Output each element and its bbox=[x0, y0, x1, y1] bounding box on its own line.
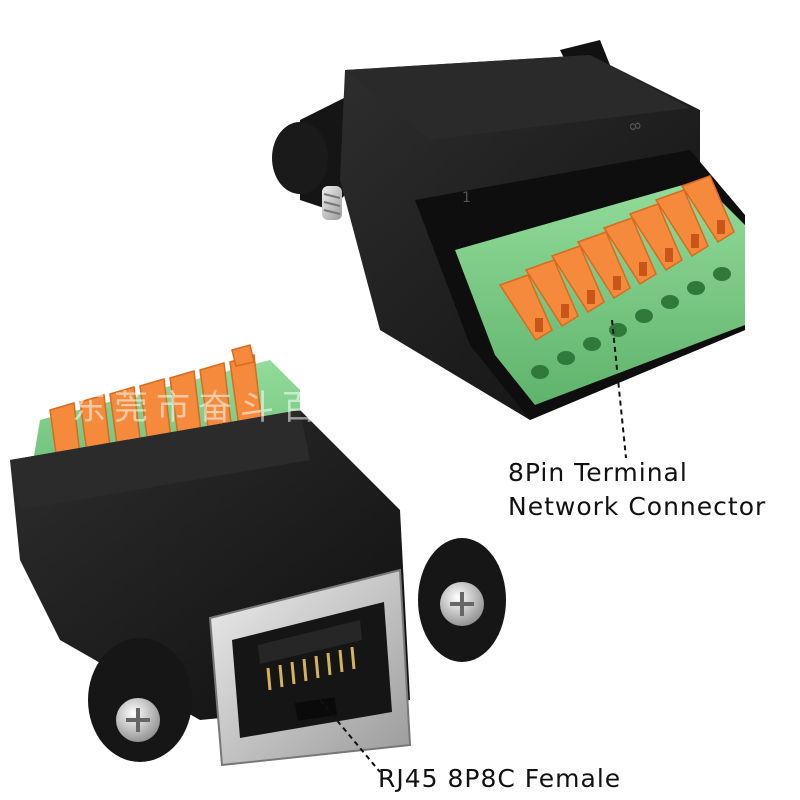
rj45-latch-slot bbox=[294, 697, 338, 721]
rj45-contacts bbox=[266, 646, 356, 691]
rj45-port-top bbox=[258, 620, 362, 664]
terminal-callout-line1: 8Pin Terminal bbox=[508, 458, 688, 487]
front-screw-left-icon bbox=[116, 698, 160, 742]
front-body-top bbox=[10, 410, 310, 510]
back-pin-first-mark: 1 bbox=[462, 190, 471, 206]
back-connector: 1 8 bbox=[272, 40, 745, 420]
rj45-callout: RJ45 8P8C Female bbox=[378, 764, 622, 793]
back-flange-round bbox=[272, 122, 328, 194]
rj45-leader-line bbox=[319, 699, 381, 773]
front-connector bbox=[10, 344, 506, 767]
back-lever-slots bbox=[535, 220, 725, 332]
terminal-callout: 8Pin Terminal Network Connector bbox=[508, 456, 766, 524]
terminal-callout-line2: Network Connector bbox=[508, 492, 767, 521]
watermark-text: 东莞市奋斗百货科技有 bbox=[72, 388, 492, 428]
back-body-top bbox=[345, 55, 690, 140]
back-pin-last-mark: 8 bbox=[625, 121, 642, 133]
back-screw-icon bbox=[322, 186, 342, 220]
front-screw-right-icon bbox=[440, 582, 484, 626]
